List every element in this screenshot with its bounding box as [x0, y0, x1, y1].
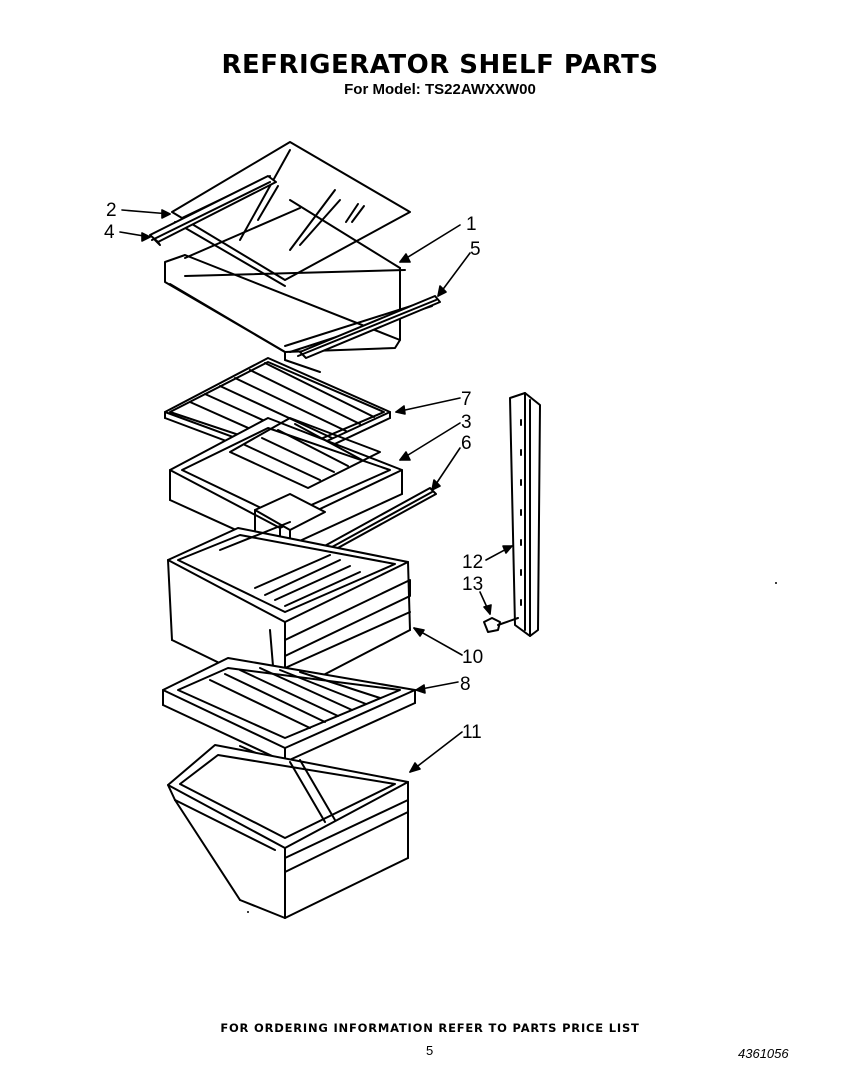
- crisper-cover: [162, 657, 416, 763]
- glass-shelf-top: [164, 141, 433, 373]
- callout-1: 1: [466, 214, 477, 235]
- speck-mark: [247, 911, 249, 913]
- ordering-note: FOR ORDERING INFORMATION REFER TO PARTS …: [220, 1021, 640, 1035]
- callout-7: 7: [461, 389, 472, 410]
- callout-10: 10: [462, 647, 483, 668]
- bottom-pan: [167, 744, 409, 919]
- shelf-trim-strips-top: [149, 175, 441, 359]
- page-number: 5: [426, 1043, 434, 1058]
- callout-13: 13: [462, 574, 483, 595]
- wire-shelf: [164, 357, 391, 466]
- screw: [483, 617, 519, 633]
- shelf-support-rail: [509, 392, 541, 637]
- model-subtitle: For Model: TS22AWXXW00: [344, 81, 536, 98]
- callout-3: 3: [461, 412, 472, 433]
- callout-8: 8: [460, 674, 471, 695]
- callout-4: 4: [104, 222, 115, 243]
- callout-6: 6: [461, 433, 472, 454]
- document-number: 4361056: [738, 1046, 789, 1061]
- callout-11: 11: [462, 722, 482, 743]
- callout-5: 5: [470, 239, 481, 260]
- page-title: REFRIGERATOR SHELF PARTS: [221, 50, 659, 80]
- speck-mark: [775, 582, 777, 584]
- callout-leaders: [119, 209, 513, 773]
- callout-2: 2: [106, 200, 117, 221]
- callout-12: 12: [462, 552, 483, 573]
